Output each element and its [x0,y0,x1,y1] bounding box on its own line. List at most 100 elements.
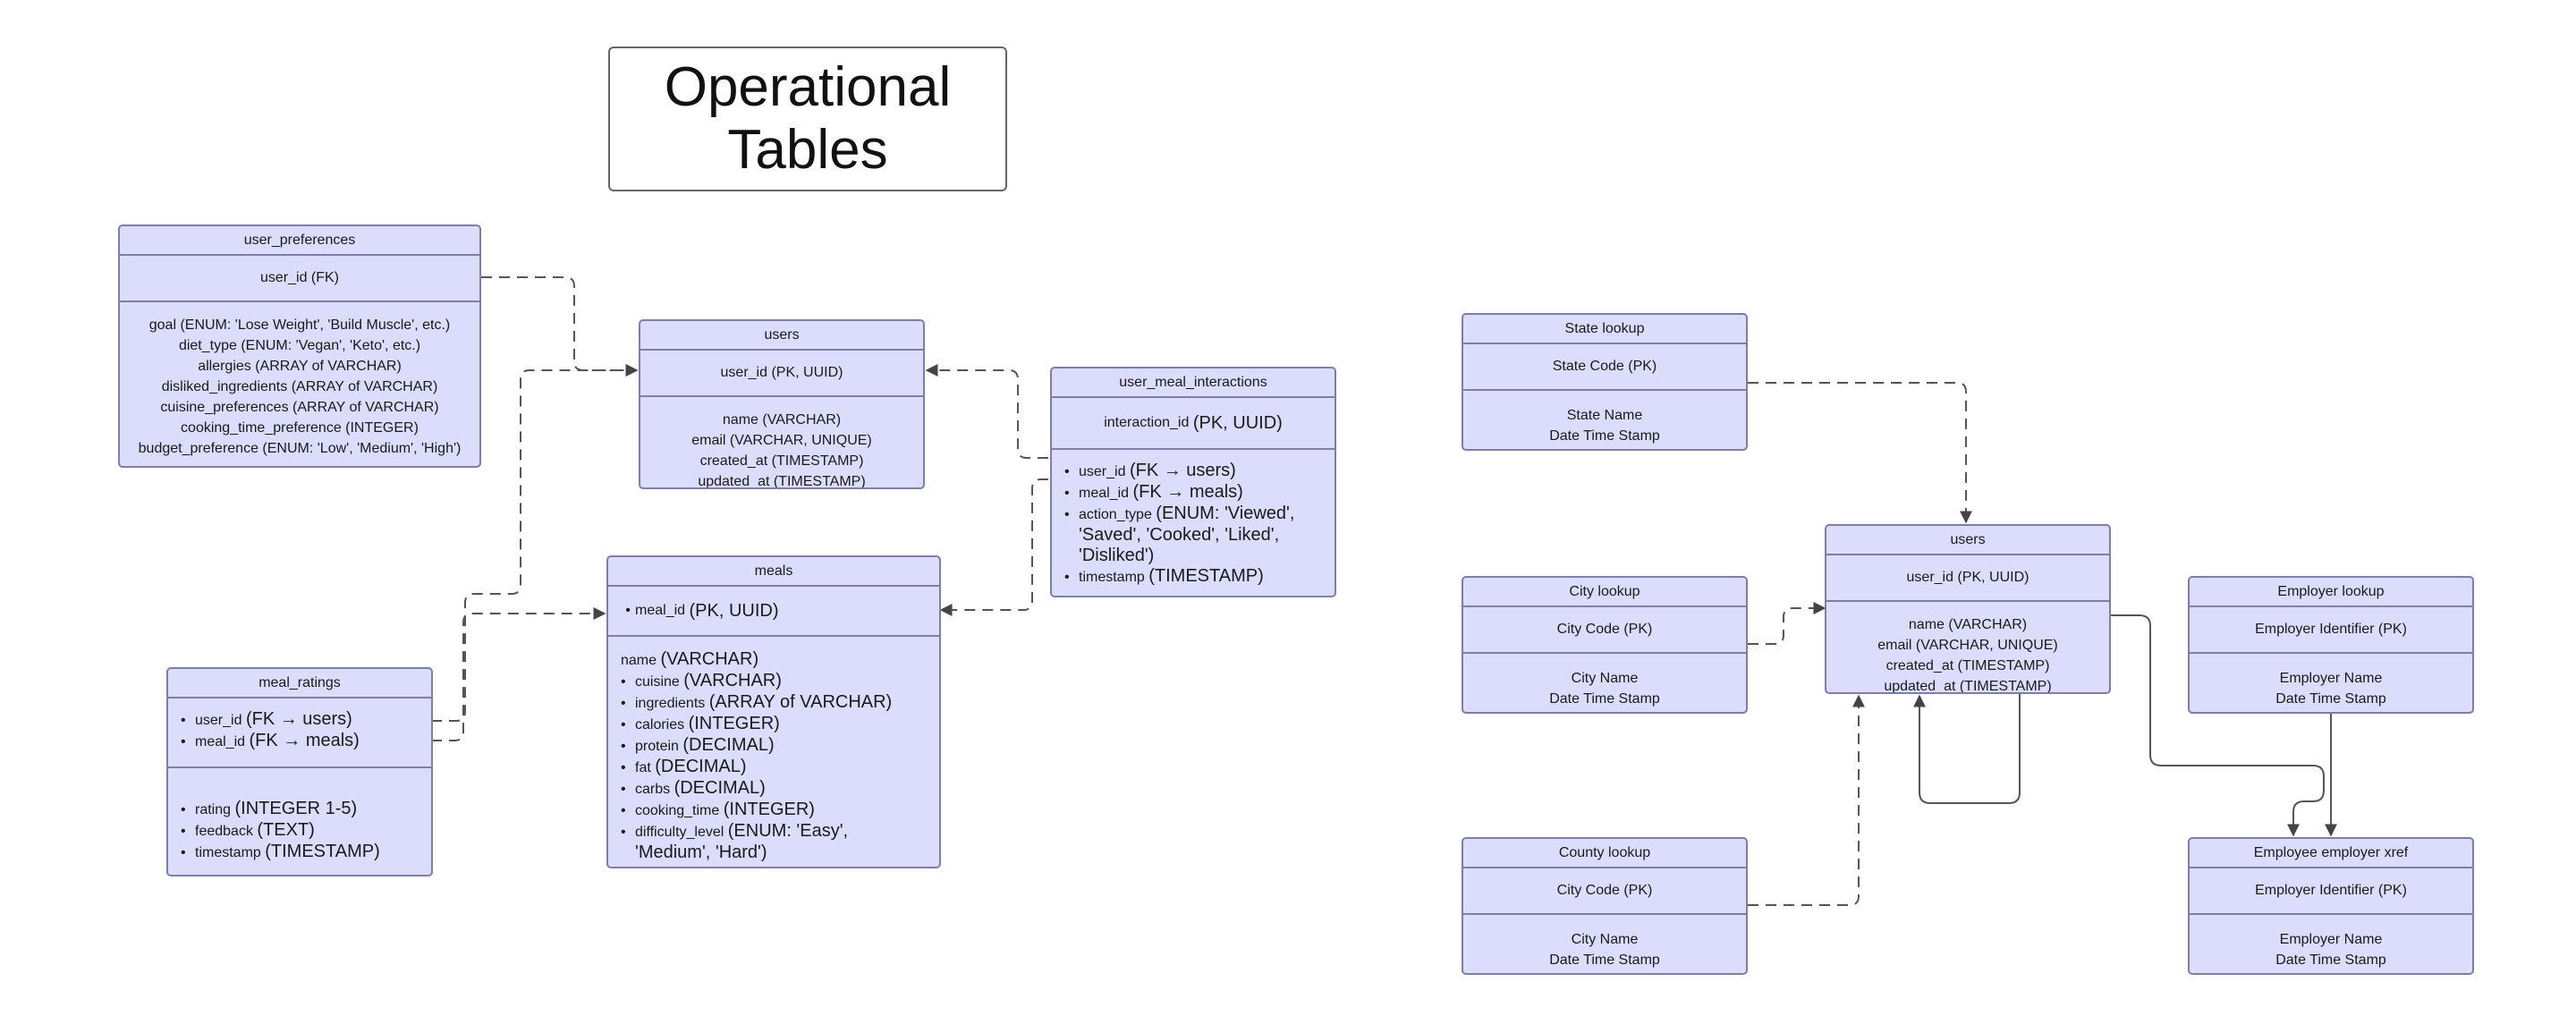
field: Date Time Stamp [1549,428,1660,444]
field: allergies (ARRAY of VARCHAR) [198,359,402,374]
entity-key: Employer Identifier (PK) [2190,607,2472,654]
entity-keys: •user_id (FK → users) •meal_id (FK → mea… [168,698,431,768]
entity-header: State lookup [1463,315,1746,344]
entity-key: City Code (PK) [1463,868,1746,915]
field: budget_preference (ENUM: 'Low', 'Medium'… [138,441,462,456]
field: cooking_time_preference (INTEGER) [181,420,419,436]
edge-state-to-users [1748,382,1972,524]
edge-users-self-loop [1913,694,2021,804]
field: Date Time Stamp [1549,952,1660,968]
entity-county-lookup[interactable]: County lookup City Code (PK) City Name D… [1462,837,1748,975]
field: email (VARCHAR, UNIQUE) [691,433,872,448]
entity-fields: name (VARCHAR) •cuisine (VARCHAR) •ingre… [608,637,939,863]
entity-key: •meal_id (PK, UUID) [608,587,939,637]
entity-key: user_id (PK, UUID) [640,351,923,397]
entity-header: County lookup [1463,839,1746,868]
edge-interactions-to-users [925,364,1048,459]
field: name (VARCHAR) [722,412,842,428]
entity-meal-ratings[interactable]: meal_ratings •user_id (FK → users) •meal… [166,667,433,876]
entity-meals[interactable]: meals •meal_id (PK, UUID) name (VARCHAR)… [606,555,941,868]
entity-fields: •user_id (FK → users) •meal_id (FK → mea… [1052,450,1335,588]
field: State Name [1566,408,1643,423]
field: •user_id (FK → users) [1064,461,1236,480]
entity-header: user_preferences [120,226,479,256]
field: created_at (TIMESTAMP) [1885,658,2050,673]
field: Date Time Stamp [1549,691,1660,707]
entity-header: meal_ratings [168,669,431,698]
entity-fields: name (VARCHAR) email (VARCHAR, UNIQUE) c… [1826,602,2109,694]
entity-header: meals [608,557,939,587]
edge-county-to-users [1748,694,1865,906]
field: •user_id (FK → users) [181,709,352,729]
entity-user-preferences[interactable]: user_preferences user_id (FK) goal (ENUM… [118,224,481,468]
field: •cooking_time (INTEGER) [621,800,815,819]
field: updated_at (TIMESTAMP) [698,474,866,489]
field: cuisine_preferences (ARRAY of VARCHAR) [160,400,439,415]
entity-user-meal-interactions[interactable]: user_meal_interactions interaction_id (P… [1050,367,1336,597]
entity-fields: •rating (INTEGER 1-5) •feedback (TEXT) •… [168,768,431,863]
edge-city-to-users [1748,602,1826,645]
field: •feedback (TEXT) [181,820,315,840]
entity-users-right[interactable]: users user_id (PK, UUID) name (VARCHAR) … [1825,524,2111,694]
entity-users-left[interactable]: users user_id (PK, UUID) name (VARCHAR) … [639,319,925,489]
entity-key: interaction_id (PK, UUID) [1052,398,1335,450]
field: •calories (INTEGER) [621,714,780,733]
field: •ingredients (ARRAY of VARCHAR) [621,692,893,712]
field: Employer Name [2279,671,2383,686]
field: •carbs (DECIMAL) [621,778,766,798]
field: Date Time Stamp [2275,952,2386,968]
field: name (VARCHAR) [1908,617,2028,632]
entity-key: State Code (PK) [1463,344,1746,391]
edge-meal-ratings-to-meals [431,607,606,741]
entity-header: Employee employer xref [2190,839,2472,868]
field: •meal_id (FK → meals) [181,731,360,750]
field: •timestamp (TIMESTAMP) [181,842,380,861]
entity-state-lookup[interactable]: State lookup State Code (PK) State Name … [1462,313,1748,451]
entity-fields: goal (ENUM: 'Lose Weight', 'Build Muscle… [120,302,479,459]
key-name: meal_id [635,603,686,618]
title-text: Operational Tables [664,56,952,181]
field-continued: 'Saved', 'Cooked', 'Liked', [1079,525,1280,545]
entity-key: City Code (PK) [1463,607,1746,654]
entity-key: user_id (FK) [120,256,479,302]
field: City Name [1571,932,1639,947]
diagram-title: Operational Tables [608,47,1007,191]
key-name: interaction_id [1104,415,1190,430]
field: •rating (INTEGER 1-5) [181,799,358,818]
entity-fields: Employer Name Date Time Stamp [2190,915,2472,970]
edge-interactions-to-meals [939,478,1048,616]
field: disliked_ingredients (ARRAY of VARCHAR) [161,379,438,394]
entity-fields: Employer Name Date Time Stamp [2190,654,2472,709]
field: •difficulty_level (ENUM: 'Easy', [621,821,849,841]
key-type: (PK, UUID) [689,600,779,621]
field: Date Time Stamp [2275,691,2386,707]
entity-header: users [1826,526,2109,555]
field: email (VARCHAR, UNIQUE) [1877,638,2058,653]
entity-employer-lookup[interactable]: Employer lookup Employer Identifier (PK)… [2188,576,2474,714]
field: updated_at (TIMESTAMP) [1884,679,2052,694]
entity-key: user_id (PK, UUID) [1826,555,2109,602]
field: Employer Name [2279,932,2383,947]
field: •fat (DECIMAL) [621,757,747,776]
entity-header: user_meal_interactions [1052,368,1335,398]
entity-fields: State Name Date Time Stamp [1463,391,1746,446]
field-continued: 'Disliked') [1079,546,1155,565]
entity-header: City lookup [1463,578,1746,607]
field: •meal_id (FK → meals) [1064,482,1243,502]
field: goal (ENUM: 'Lose Weight', 'Build Muscle… [148,318,451,333]
field: name (VARCHAR) [621,649,759,669]
key-type: (PK, UUID) [1192,412,1283,433]
entity-fields: City Name Date Time Stamp [1463,915,1746,970]
field: created_at (TIMESTAMP) [699,453,864,469]
field-continued: 'Medium', 'Hard') [635,842,767,862]
edge-user-preferences-to-users [481,276,639,377]
field: •timestamp (TIMESTAMP) [1064,566,1264,586]
field: •protein (DECIMAL) [621,735,775,755]
entity-header: users [640,321,923,351]
entity-city-lookup[interactable]: City lookup City Code (PK) City Name Dat… [1462,576,1748,714]
field: •cuisine (VARCHAR) [621,671,782,690]
entity-fields: City Name Date Time Stamp [1463,654,1746,709]
entity-employee-employer-xref[interactable]: Employee employer xref Employer Identifi… [2188,837,2474,975]
field: diet_type (ENUM: 'Vegan', 'Keto', etc.) [178,338,421,353]
